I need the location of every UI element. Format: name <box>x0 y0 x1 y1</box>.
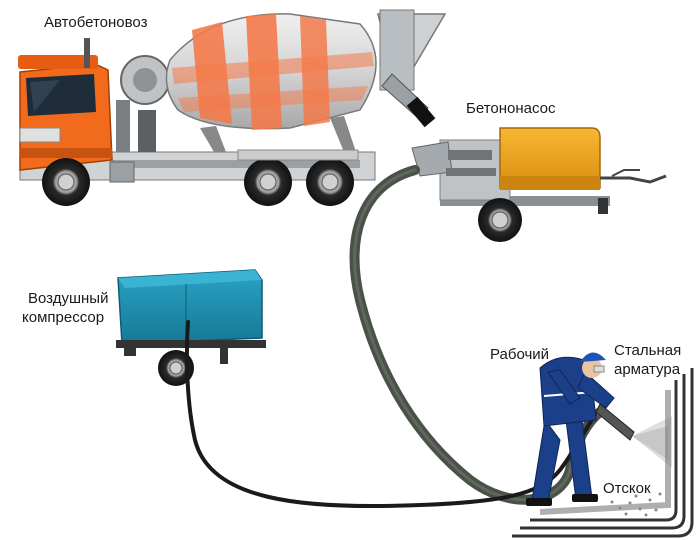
concrete-pump <box>411 127 667 242</box>
concrete-mixer-truck <box>18 9 447 206</box>
worker <box>526 352 635 506</box>
rebound-label: Отскок <box>603 480 651 497</box>
air-compressor-label-line2: компрессор <box>22 309 105 326</box>
worker-label: Рабочий <box>490 346 550 363</box>
mixer-drum <box>165 13 377 152</box>
concrete-pump-label: Бетононасос <box>466 100 556 117</box>
steel-rebar-wall <box>512 368 694 538</box>
steel-rebar-label-line2: арматура <box>614 361 681 378</box>
shotcrete-spray <box>632 416 672 468</box>
concrete-hose <box>349 165 605 505</box>
rebound-particles <box>610 492 662 517</box>
steel-rebar-label-line1: Стальная <box>614 342 682 359</box>
truck-wheels <box>42 158 354 206</box>
air-compressor-label-line1: Воздушный <box>28 290 109 307</box>
air-compressor <box>116 269 266 386</box>
mixer-truck-label: Автобетоновоз <box>44 14 148 31</box>
air-hose <box>184 320 597 509</box>
